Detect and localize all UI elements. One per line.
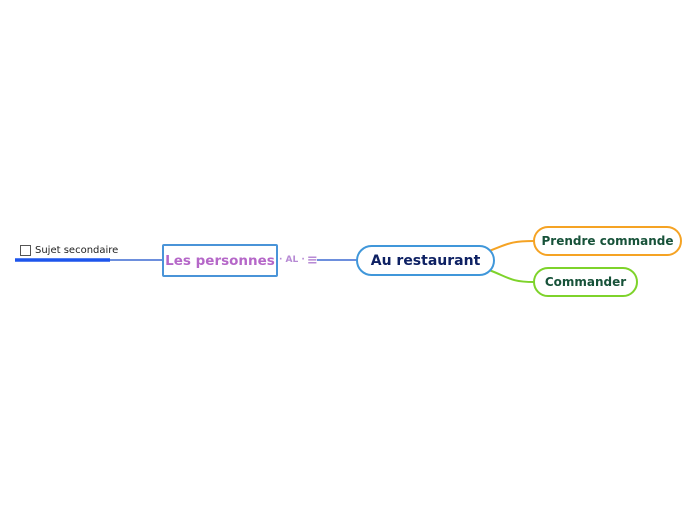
node-les-personnes[interactable]: Les personnes <box>162 244 278 277</box>
todo-checkbox-icon[interactable] <box>20 245 31 256</box>
connector-root-to-prendre <box>488 240 535 252</box>
node-label-au-restaurant: Au restaurant <box>370 252 481 269</box>
node-label-les-personnes: Les personnes <box>165 252 275 269</box>
node-prendre-commande[interactable]: Prendre commande <box>533 226 682 256</box>
badge-text: · AL · <box>279 255 305 265</box>
node-label-sujet-secondaire: Sujet secondaire <box>35 245 119 256</box>
node-attachments-badge[interactable]: · AL · ≡ <box>279 251 318 269</box>
node-au-restaurant[interactable]: Au restaurant <box>356 245 495 276</box>
connector-root-to-commander <box>488 269 535 283</box>
node-label-commander: Commander <box>544 275 627 289</box>
node-commander[interactable]: Commander <box>533 267 638 297</box>
node-label-prendre-commande: Prendre commande <box>541 234 674 248</box>
menu-icon[interactable]: ≡ <box>306 252 318 268</box>
node-sujet-secondaire[interactable]: Sujet secondaire <box>20 244 118 257</box>
